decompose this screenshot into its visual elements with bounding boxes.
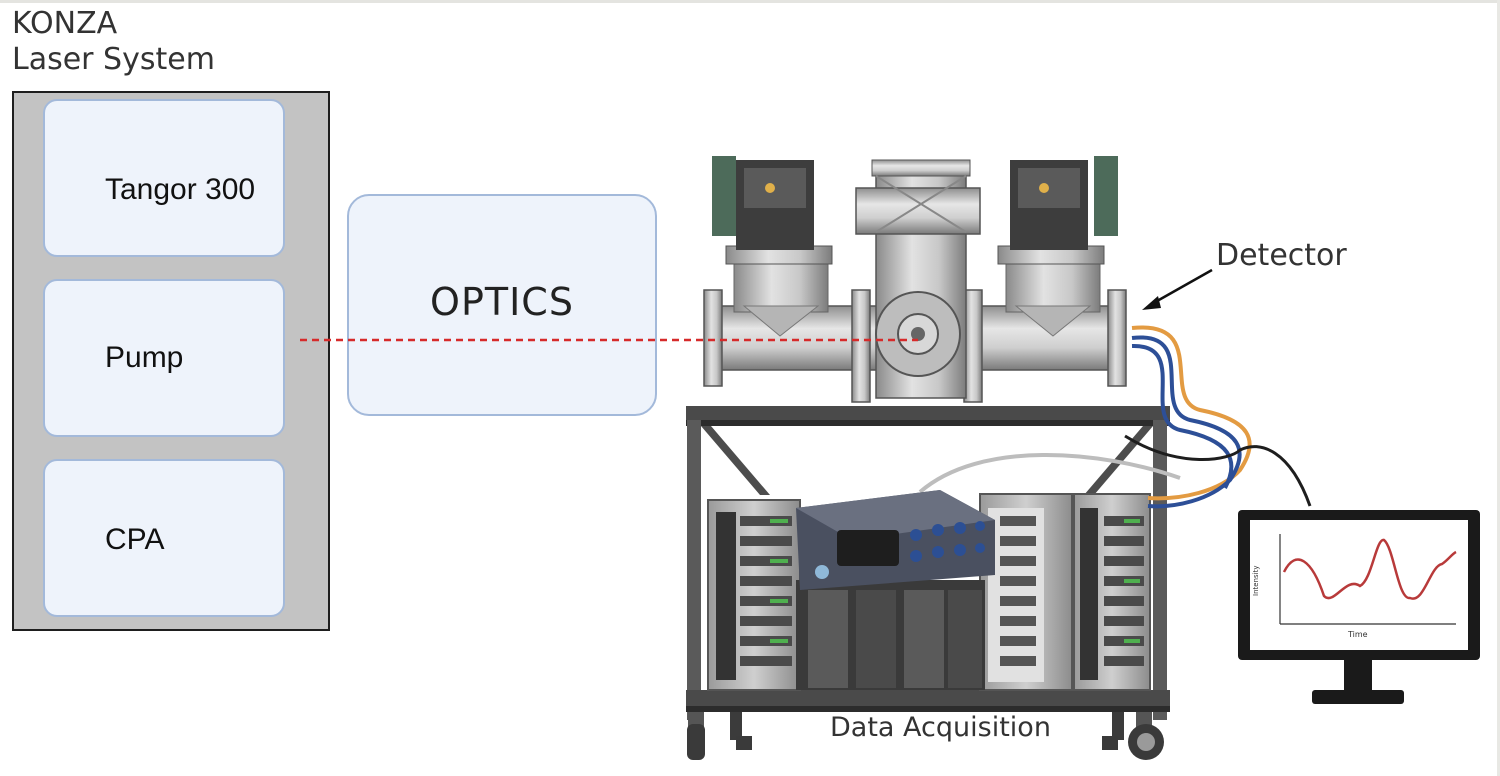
vacuum-chamber: [703, 156, 1127, 403]
laser-system-title: KONZA Laser System: [12, 6, 215, 78]
gray-cable: [918, 453, 1181, 494]
detector-label: Detector: [1216, 238, 1347, 273]
control-unit: [796, 490, 995, 690]
monitor-y-label: Intensity: [1252, 565, 1260, 596]
module-label-tangor-300: Tangor 300: [105, 173, 256, 206]
detector-cables: [1124, 325, 1312, 509]
module-cpa: CPA: [43, 459, 285, 617]
module-pump: Pump: [43, 279, 285, 437]
monitor-x-label: Time: [1348, 630, 1368, 639]
top-border: [0, 0, 1500, 3]
detector-arrow: [1142, 268, 1213, 310]
module-label-cpa: CPA: [105, 523, 165, 556]
optics-box: OPTICS: [347, 194, 657, 416]
laser-system-title-line1: KONZA: [12, 6, 118, 41]
optics-label: OPTICS: [430, 280, 574, 324]
monitor: [1238, 510, 1480, 704]
rack-units: [707, 493, 1151, 691]
right-border: [1497, 0, 1500, 776]
cart-wheels: [687, 712, 1164, 760]
laser-system-panel: Tangor 300 Pump CPA: [12, 91, 330, 631]
module-tangor-300: Tangor 300: [43, 99, 285, 257]
monitor-plot-line: [1282, 538, 1457, 600]
laser-system-title-line2: Laser System: [12, 42, 215, 77]
module-label-pump: Pump: [105, 341, 184, 374]
data-acquisition-label: Data Acquisition: [830, 712, 1051, 743]
